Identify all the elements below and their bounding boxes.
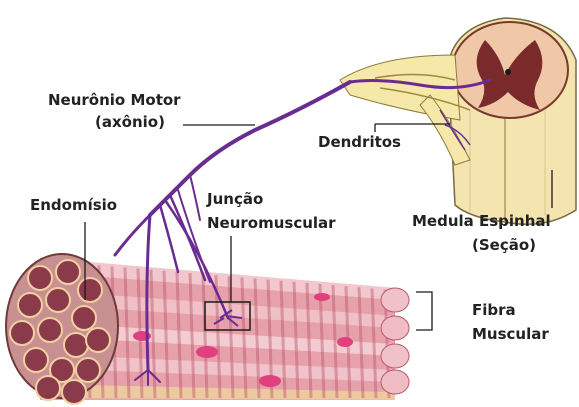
endomysium-label: Endomísio — [30, 196, 117, 214]
dendrites-label: Dendritos — [318, 133, 401, 151]
muscle-fiber-cell — [24, 348, 48, 372]
spinal-cord-label-line1: Medula Espinhal — [412, 212, 551, 230]
motor-neuron-label-line1: Neurônio Motor — [48, 91, 181, 109]
muscle-fiber-cell — [46, 288, 70, 312]
spinal-cord-label-line2: (Seção) — [472, 236, 536, 254]
muscle-fiber-cell — [72, 306, 96, 330]
muscle-fiber-cell — [28, 266, 52, 290]
muscle-fiber-cell — [62, 380, 86, 404]
muscle-fiber-cell — [64, 333, 88, 357]
spinal-cord-section — [448, 18, 576, 224]
muscle-fiber-cell — [10, 321, 34, 345]
muscle-fiber-cell — [18, 293, 42, 317]
muscle-fiber-cell — [76, 358, 100, 382]
muscle-fiber-cell — [38, 318, 62, 342]
motor-neuron-label-line2: (axônio) — [95, 113, 165, 131]
muscle-fiber-cell — [56, 260, 80, 284]
junction-label-line1: Junção — [207, 190, 263, 208]
muscle-fiber-cell — [36, 376, 60, 400]
muscle-fiber-cell — [86, 328, 110, 352]
muscle-fiber-label-line2: Muscular — [472, 325, 549, 343]
muscle-fiber-label-line1: Fibra — [472, 301, 516, 319]
junction-label-line2: Neuromuscular — [207, 214, 336, 232]
muscle-fiber-cell — [78, 278, 102, 302]
